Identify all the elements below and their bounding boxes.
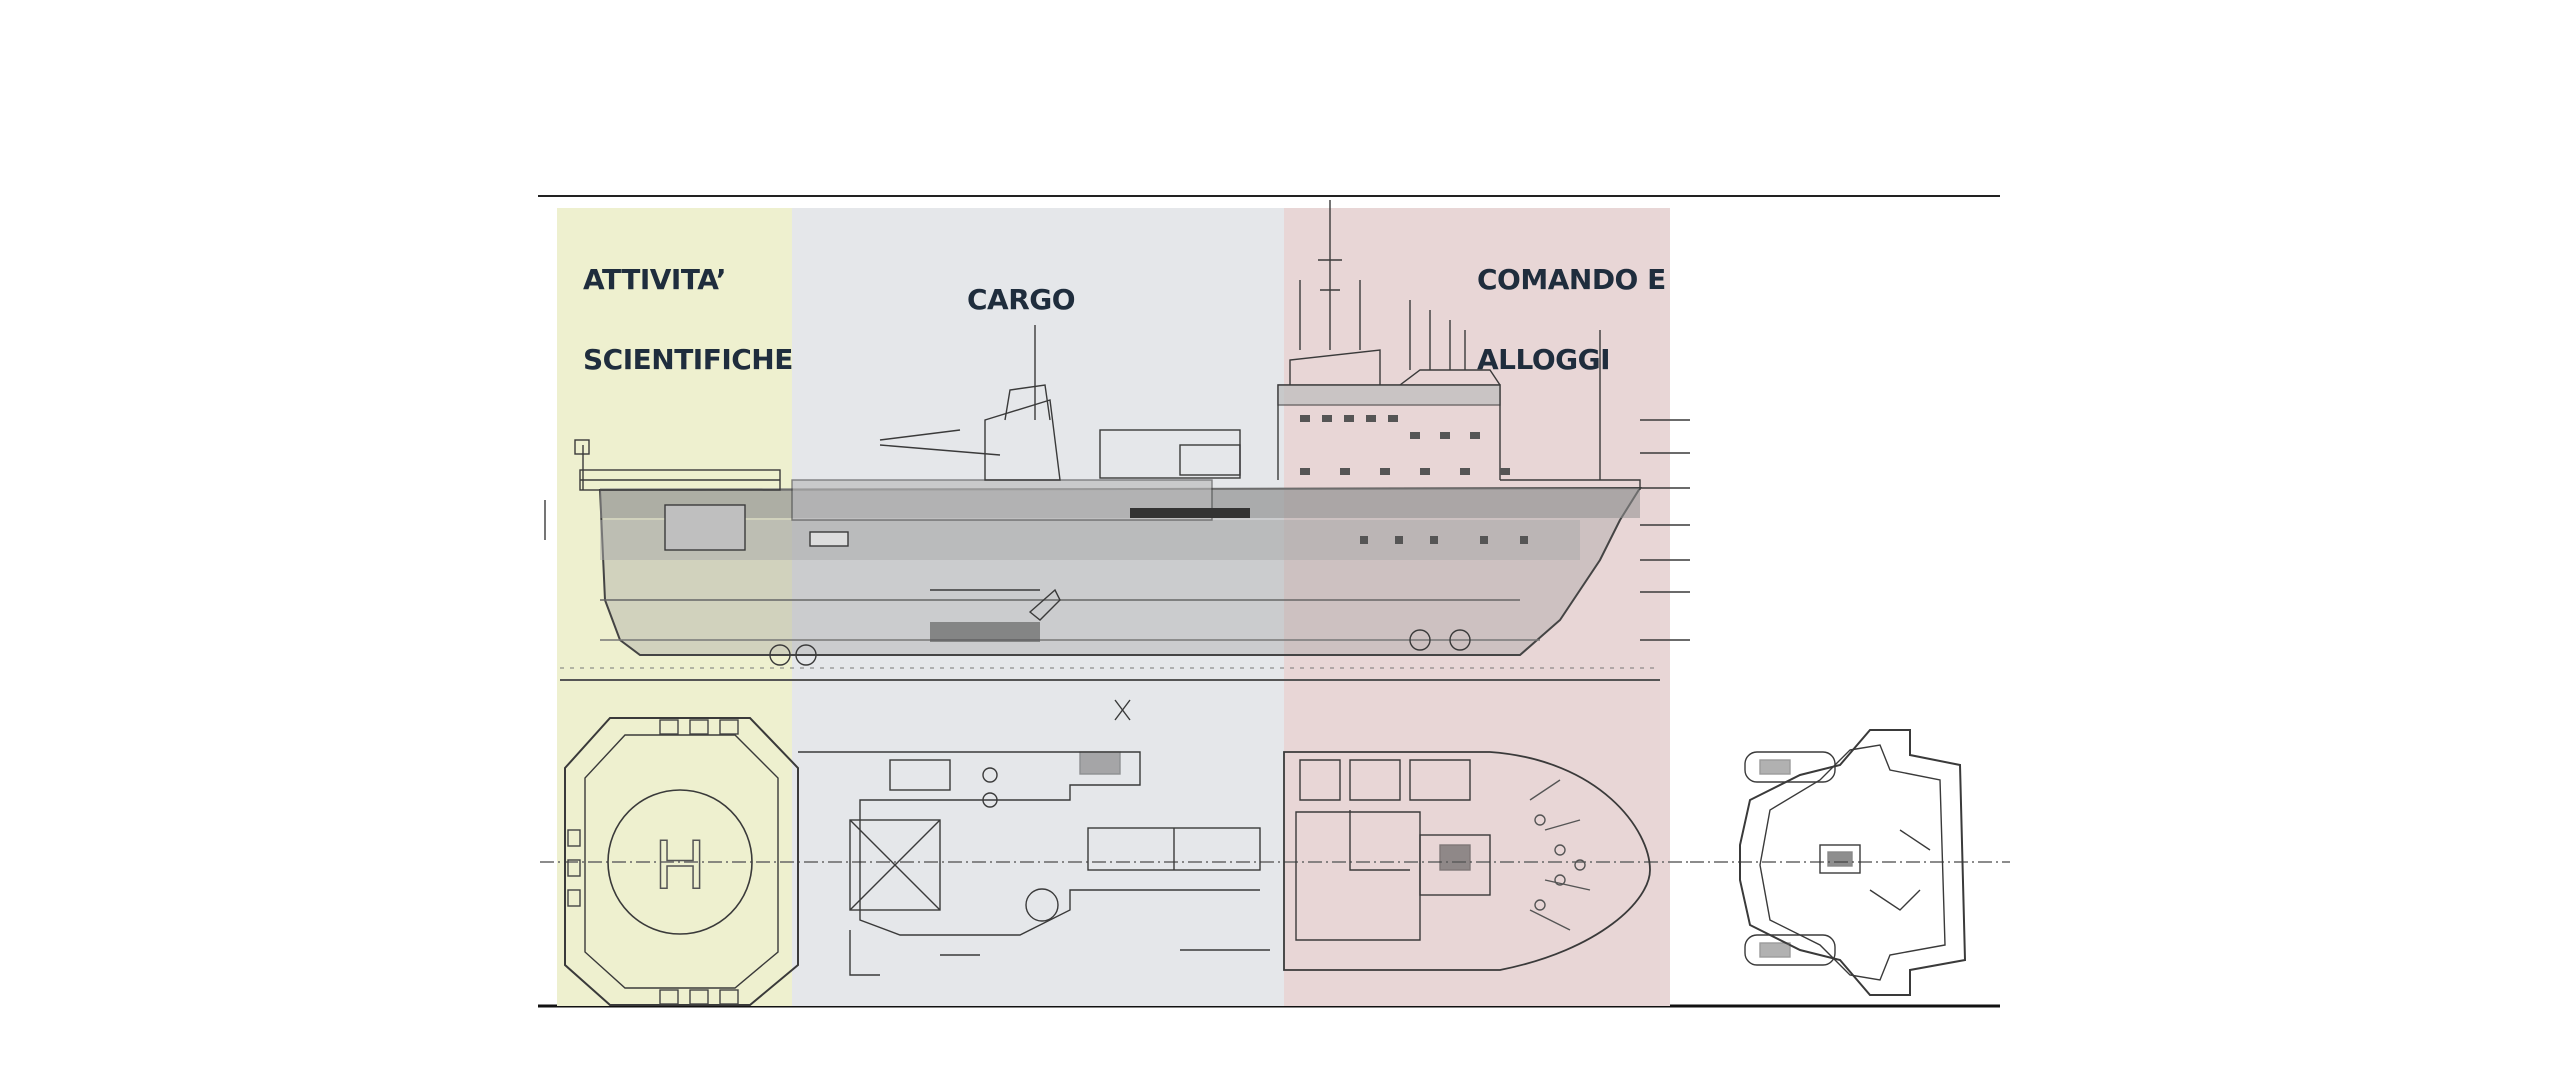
scientific-label-line-1: ATTIVITA’	[583, 263, 727, 296]
helipad-letter: H	[655, 825, 706, 903]
scientific-zone-background	[557, 208, 792, 1006]
command-label-line-1: COMANDO E	[1477, 263, 1666, 296]
ship-deck-plan	[540, 699, 1690, 1006]
scientific-label-line-2: SCIENTIFICHE	[583, 343, 793, 376]
ship-side-profile	[544, 200, 1690, 681]
cargo-zone-label: CARGO	[967, 240, 1076, 360]
command-label-line-2: ALLOGGI	[1477, 343, 1611, 376]
ship-bow-plan	[1690, 729, 2010, 996]
command-zone-background	[1284, 208, 1670, 1006]
scientific-zone-label: ATTIVITA’ SCIENTIFICHE	[583, 220, 793, 420]
cargo-zone-background	[792, 208, 1284, 1006]
command-zone-label: COMANDO E ALLOGGI	[1477, 220, 1666, 420]
cargo-label-line-1: CARGO	[967, 283, 1076, 316]
